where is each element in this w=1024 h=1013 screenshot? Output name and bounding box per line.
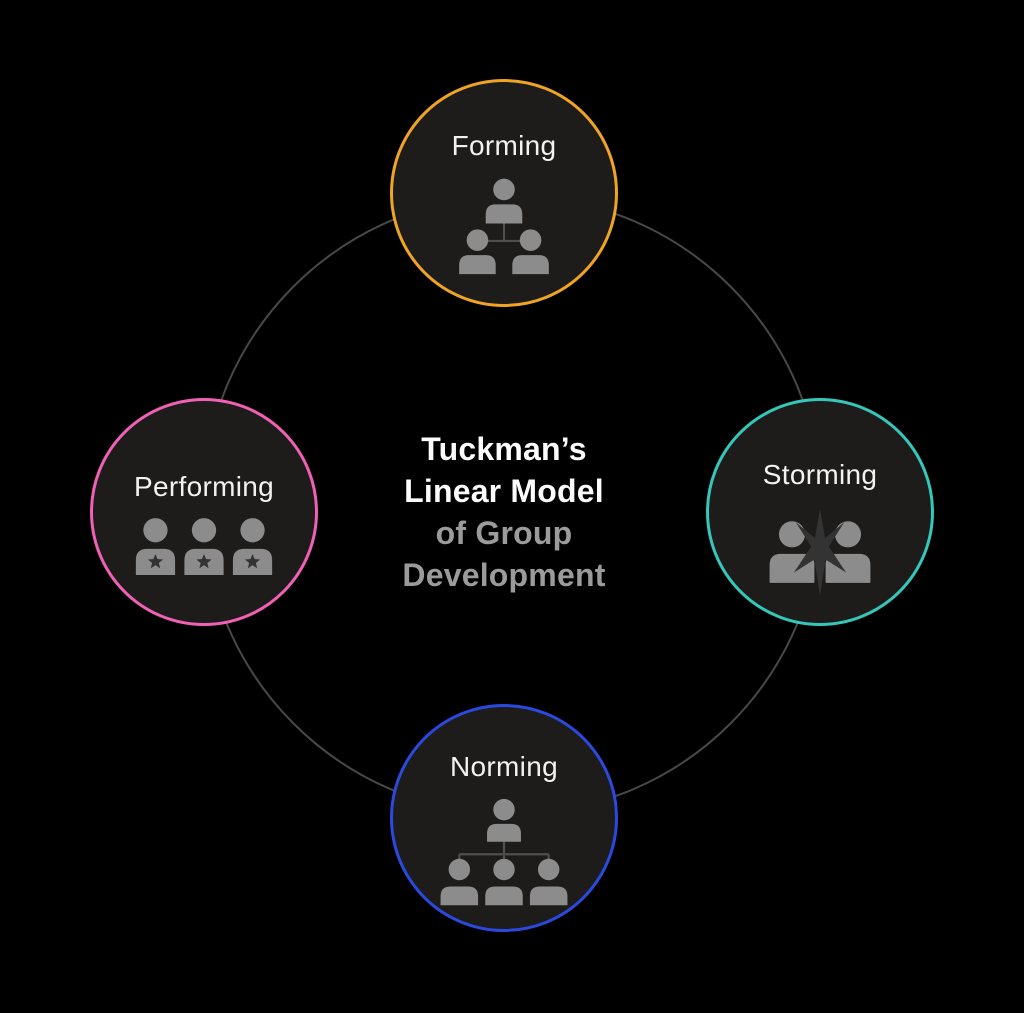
forming-team-hierarchy-icon [459, 178, 549, 275]
diagram-title: Tuckman’s Linear Model of Group Developm… [312, 428, 696, 596]
stage-node-norming: Norming [390, 704, 618, 932]
stage-label-performing: Performing [134, 470, 274, 502]
conflict-burst-shape [793, 509, 847, 596]
performing-star-team-icon [135, 517, 273, 575]
stage-label-storming: Storming [762, 459, 878, 490]
stage-node-storming: Storming [706, 398, 934, 626]
stage-label-forming: Forming [451, 130, 557, 161]
title-line-2: Linear Model [404, 473, 604, 509]
star-badge-icon [196, 553, 212, 568]
title-line-4: Development [402, 557, 606, 593]
stage-node-forming: Forming [390, 79, 618, 307]
stage-node-performing: Performing [90, 398, 318, 626]
stage-label-norming: Norming [450, 750, 558, 782]
norming-org-chart-icon [440, 798, 568, 905]
title-line-3: of Group [435, 515, 573, 551]
title-line-1: Tuckman’s [421, 431, 587, 467]
storming-conflict-icon [769, 509, 871, 596]
star-badge-icon [244, 553, 261, 568]
star-badge-icon [147, 553, 164, 568]
